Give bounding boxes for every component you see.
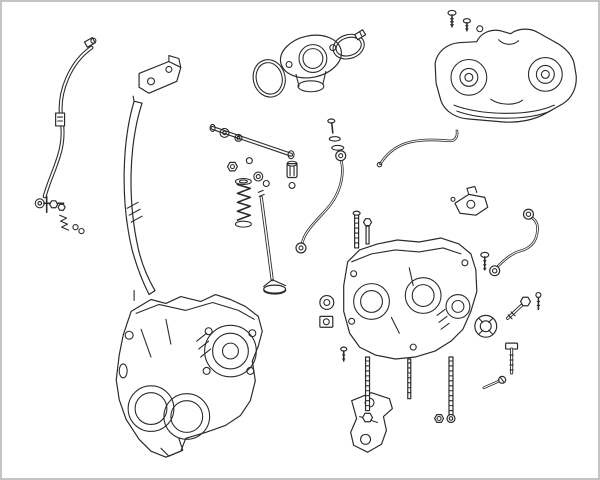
rocker-shaft-icon (209, 123, 295, 160)
throttle-cable-icon (42, 37, 97, 199)
right-crankcase-icon (343, 237, 478, 360)
adjuster-nut-icon (226, 157, 298, 189)
hose-clamp-icon (332, 29, 367, 60)
cable-bracket-icon (138, 55, 182, 94)
tappet-locknut-icon (319, 294, 348, 362)
bearing-icon (474, 314, 498, 338)
head-cover-icon (434, 28, 577, 123)
o-ring-icon (252, 59, 286, 98)
engine-mount-bracket-icon (350, 392, 393, 453)
intake-flange-icon (279, 34, 342, 93)
banjo-washers-icon (327, 118, 345, 151)
cylinder-studs-icon (352, 210, 456, 424)
head-cover-bolts-icon (447, 9, 484, 33)
breather-pipe-icon (376, 129, 459, 168)
cable-guide-bracket-icon (450, 185, 489, 216)
banjo-bolt-icon (480, 251, 490, 271)
cable-adjuster-icon (34, 195, 85, 235)
valve-icon (257, 189, 287, 295)
tensioner-blade-icon (123, 95, 156, 296)
left-crankcase-icon (115, 290, 263, 458)
mounting-bolts-icon (482, 291, 542, 390)
oil-line-icon (489, 208, 539, 277)
oil-pipe-icon (295, 150, 347, 254)
hex-nut-icon (434, 414, 445, 423)
valve-spring-icon (234, 177, 252, 228)
